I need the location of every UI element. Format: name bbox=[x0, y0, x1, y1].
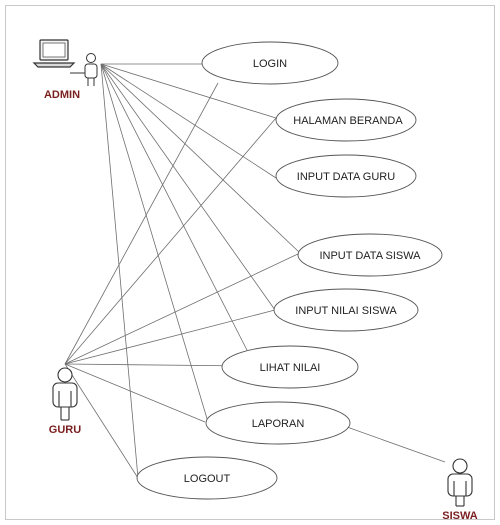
admin-actor: ADMIN bbox=[32, 39, 98, 101]
use-case-ellipses bbox=[136, 41, 443, 500]
input-data-siswa-label: INPUT DATA SISWA bbox=[319, 250, 421, 262]
input-data-siswa-use-case bbox=[297, 233, 443, 277]
admin-input-data-guru-line bbox=[100, 63, 277, 179]
input-nilai-siswa-label: INPUT NILAI SISWA bbox=[295, 305, 397, 317]
admin-logout-line bbox=[100, 63, 139, 479]
guru-actor: GURU bbox=[49, 367, 81, 436]
laporan-label: LAPORAN bbox=[252, 418, 305, 430]
input-nilai-siswa-use-case bbox=[273, 288, 419, 332]
guru-lihat-nilai-line bbox=[64, 363, 251, 367]
admin-laporan-line bbox=[100, 63, 209, 423]
guru-login-line bbox=[64, 82, 219, 365]
guru-input-nilai-siswa-line bbox=[64, 309, 276, 365]
login-label: LOGIN bbox=[253, 58, 287, 70]
lihat-nilai-label: LIHAT NILAI bbox=[260, 362, 321, 374]
guru-halaman-beranda-line bbox=[64, 117, 277, 365]
siswa-label: SISWA bbox=[442, 510, 478, 522]
logout-label: LOGOUT bbox=[184, 473, 231, 485]
admin-input-nilai-siswa-line bbox=[100, 63, 276, 311]
admin-person-icon bbox=[70, 53, 98, 86]
guru-person-icon bbox=[52, 367, 78, 421]
admin-lihat-nilai-line bbox=[100, 63, 251, 357]
input-data-guru-label: INPUT DATA GURU bbox=[297, 171, 395, 183]
halaman-beranda-use-case bbox=[275, 98, 417, 142]
admin-halaman-beranda-line bbox=[100, 63, 277, 119]
siswa-person-icon bbox=[447, 458, 473, 507]
association-lines bbox=[64, 63, 446, 479]
laptop-icon bbox=[32, 39, 76, 68]
admin-label: ADMIN bbox=[44, 89, 80, 101]
login-use-case bbox=[201, 41, 339, 85]
halaman-beranda-label: HALAMAN BERANDA bbox=[293, 115, 403, 127]
lihat-nilai-use-case bbox=[221, 345, 359, 389]
input-data-guru-use-case bbox=[275, 154, 417, 198]
logout-use-case bbox=[136, 456, 278, 500]
guru-label: GURU bbox=[49, 424, 81, 436]
siswa-actor: SISWA bbox=[442, 458, 478, 522]
guru-logout-line bbox=[64, 363, 139, 479]
guru-laporan-line bbox=[64, 363, 206, 423]
guru-input-data-siswa-line bbox=[64, 252, 301, 365]
admin-input-data-siswa-line bbox=[100, 63, 301, 254]
laporan-use-case bbox=[205, 401, 351, 445]
siswa-laporan-line bbox=[346, 426, 446, 463]
